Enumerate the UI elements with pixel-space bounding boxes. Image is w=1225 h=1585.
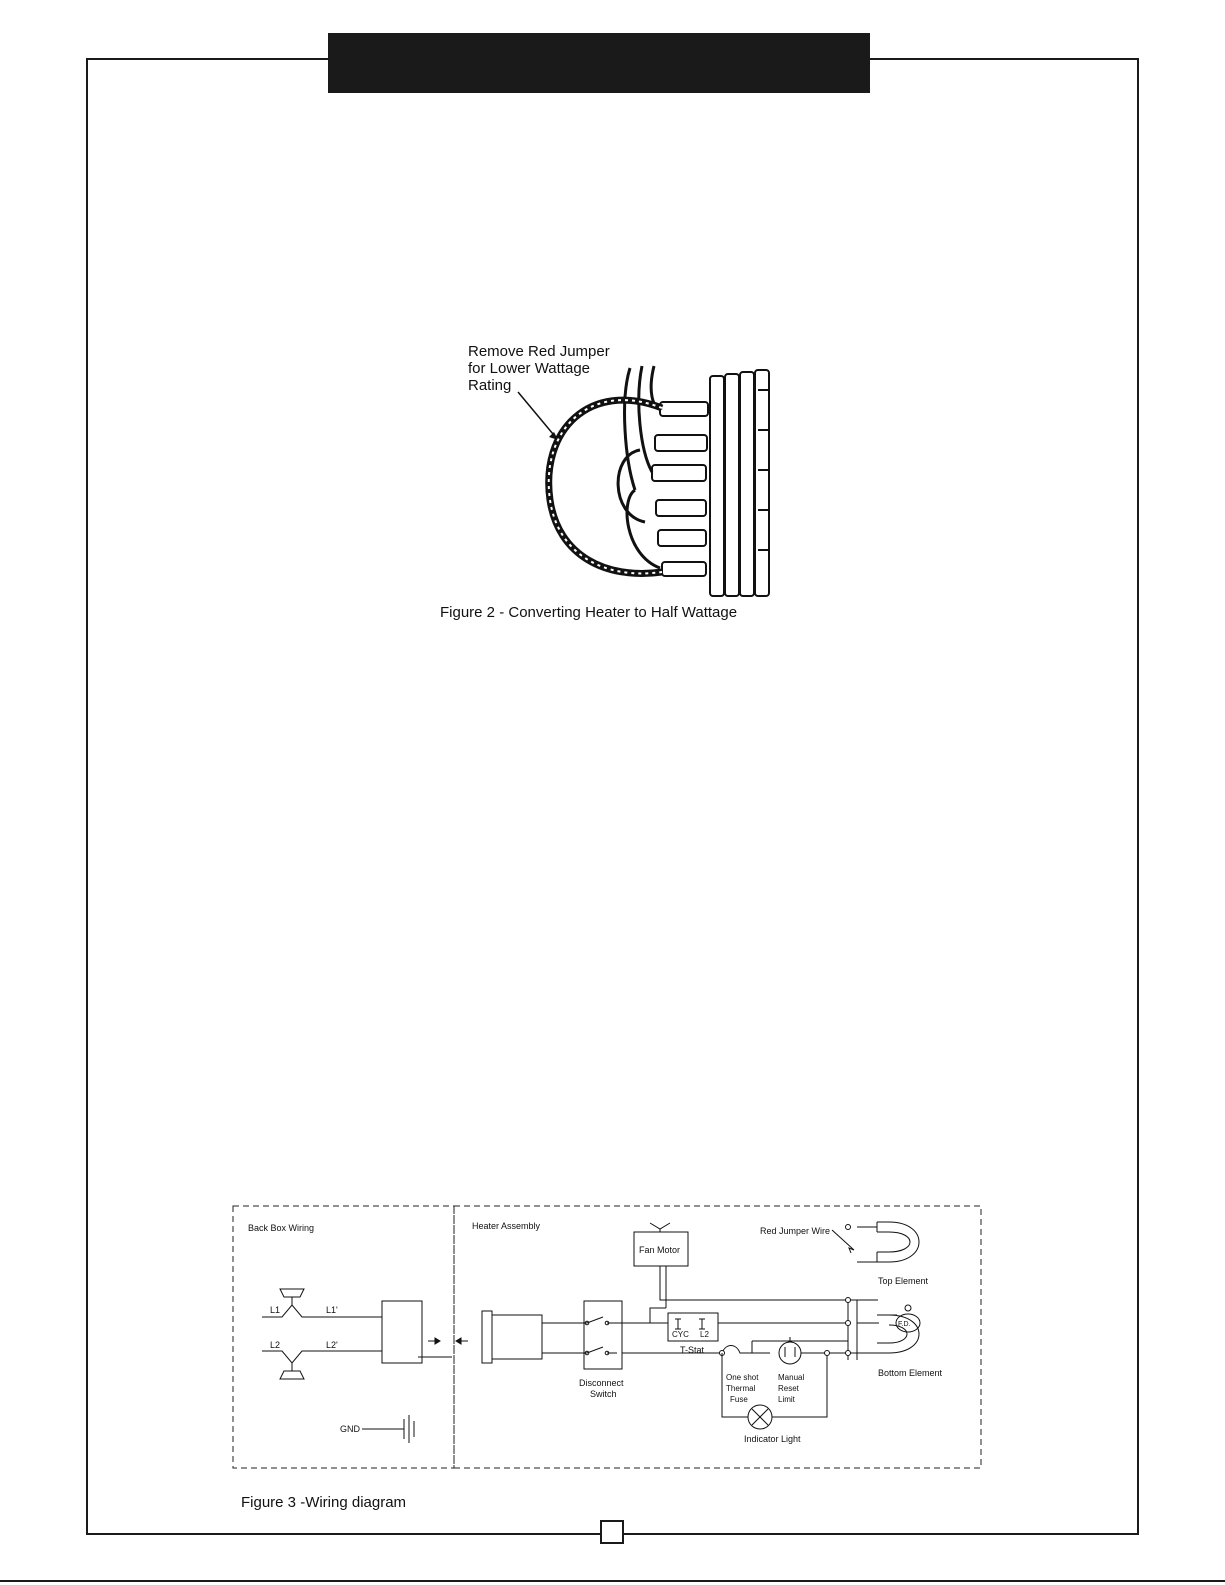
callout-line-3: Rating <box>468 377 511 394</box>
fan-motor-label: Fan Motor <box>639 1245 680 1255</box>
reset-label-1: Manual <box>778 1373 804 1382</box>
thermostat <box>649 1307 848 1342</box>
callout-arrow <box>517 391 559 441</box>
reset-label-2: Reset <box>778 1384 800 1393</box>
red-jumper-wire <box>545 396 664 577</box>
disconnect-switch <box>542 1300 662 1370</box>
tstat-l2-label: L2 <box>700 1330 709 1339</box>
top-element-label: Top Element <box>878 1276 929 1286</box>
bottom-element-label: Bottom Element <box>878 1368 943 1378</box>
figure-3-caption: Figure 3 -Wiring diagram <box>241 1494 407 1511</box>
tstat-label: T-Stat <box>680 1345 705 1355</box>
tstat-cyc-label: CYC <box>672 1330 689 1339</box>
label-l1: L1 <box>270 1305 280 1315</box>
disconnect-label-1: Disconnect <box>579 1378 624 1388</box>
callout-text: Remove Red Jumper for Lower Wattage Rati… <box>468 343 610 394</box>
fan-motor <box>633 1222 878 1308</box>
callout-line-1: Remove Red Jumper <box>468 343 610 360</box>
reset-label-3: Limit <box>778 1395 796 1404</box>
back-box-section <box>232 1205 455 1469</box>
terminals <box>651 401 709 577</box>
fd-label: F.D. <box>898 1321 911 1328</box>
label-l2: L2 <box>270 1340 280 1350</box>
heater-plates <box>709 369 770 597</box>
red-jumper-label: Red Jumper Wire <box>760 1226 830 1236</box>
figure-2-caption: Figure 2 - Converting Heater to Half Wat… <box>440 604 738 621</box>
figure-2-illustration: Remove Red Jumper for Lower Wattage Rati… <box>468 343 770 597</box>
disconnect-label-2: Switch <box>590 1389 617 1399</box>
heater-assembly-section <box>453 1205 982 1469</box>
fuse-label-2: Thermal <box>726 1384 756 1393</box>
back-box-label: Back Box Wiring <box>248 1223 314 1233</box>
wires <box>616 365 663 570</box>
figure-3-wiring-diagram: Back Box Wiring Heater Assembly L1 L1' L… <box>232 1205 982 1469</box>
connector-arrows <box>428 1337 468 1345</box>
header-bar <box>328 33 870 93</box>
page-number-box <box>600 1520 624 1544</box>
label-l2-prime: L2' <box>326 1340 338 1350</box>
indicator-label: Indicator Light <box>744 1434 801 1444</box>
callout-line-2: for Lower Wattage <box>468 360 590 377</box>
label-l1-prime: L1' <box>326 1305 338 1315</box>
fuse-label-3: Fuse <box>730 1395 748 1404</box>
label-gnd: GND <box>340 1424 361 1434</box>
heater-assembly-label: Heater Assembly <box>472 1221 541 1231</box>
heating-elements <box>831 1221 921 1360</box>
plug <box>481 1310 543 1364</box>
bottom-rule <box>0 1580 1225 1582</box>
back-box-wiring <box>262 1288 452 1443</box>
lower-circuit <box>622 1337 857 1430</box>
fuse-label-1: One shot <box>726 1373 759 1382</box>
